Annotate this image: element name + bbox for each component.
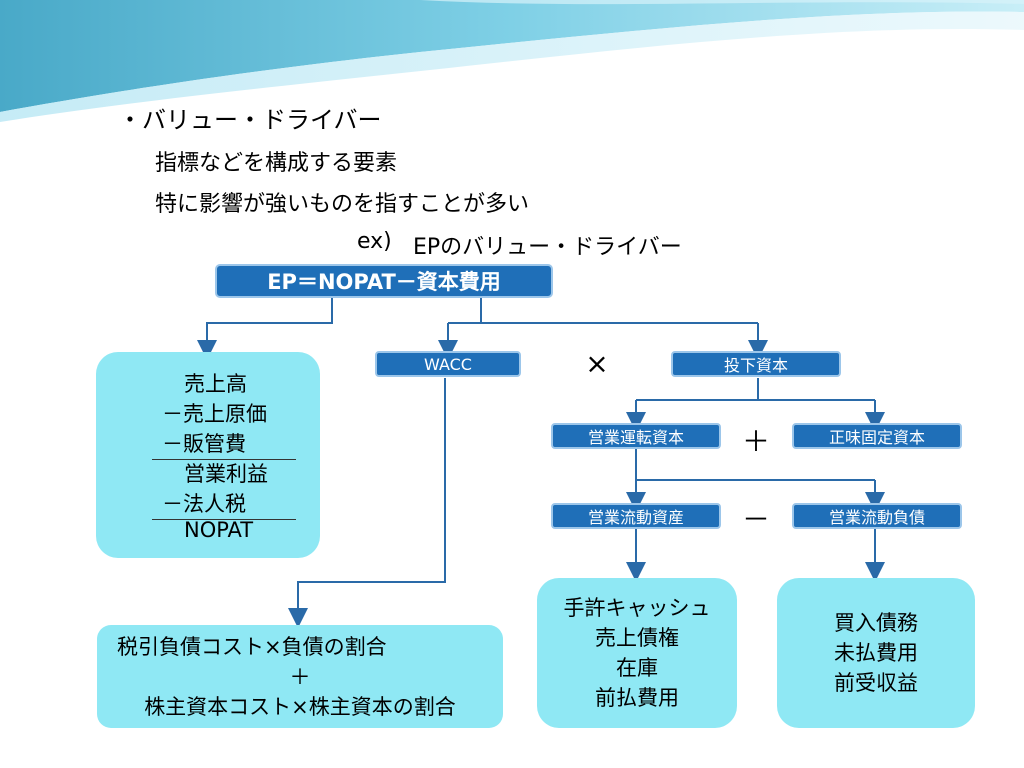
fixed-assets-label: 正味固定資本 (828, 428, 925, 447)
nopat-line-cogs: －売上原価 (162, 402, 267, 426)
nopat-line-sga: －販管費 (162, 432, 246, 456)
current-assets-box: 営業流動資産 (551, 503, 721, 529)
asset-item-receivables: 売上債権 (595, 626, 679, 650)
wacc-detail-box: 税引負債コスト×負債の割合 ＋ 株主資本コスト×株主資本の割合 (97, 625, 503, 728)
nopat-divider-1 (152, 459, 296, 460)
plus-operator: ＋ (741, 425, 770, 458)
desc-line-1: 指標などを構成する要素 (155, 151, 398, 176)
desc-line-2: 特に影響が強いものを指すことが多い (155, 192, 530, 217)
asset-item-prepaid: 前払費用 (595, 686, 679, 710)
ep-formula-text: EP＝NOPAT－資本費用 (267, 270, 501, 294)
current-assets-label: 営業流動資産 (587, 508, 684, 527)
slide-heading: ・バリュー・ドライバー (118, 106, 382, 134)
current-liabilities-label: 営業流動負債 (828, 508, 925, 527)
example-prefix: ex) (357, 229, 392, 254)
wacc-detail-debt: 税引負債コスト×負債の割合 (117, 634, 387, 659)
nopat-line-result: NOPAT (184, 518, 254, 542)
wacc-detail-equity: 株主資本コスト×株主資本の割合 (144, 694, 456, 719)
wacc-detail-plus: ＋ (289, 664, 311, 689)
invested-capital-box: 投下資本 (671, 351, 841, 377)
example-text: EPのバリュー・ドライバー (413, 235, 682, 260)
nopat-line-tax: －法人税 (162, 492, 246, 516)
current-liabilities-box: 営業流動負債 (792, 503, 962, 529)
fixed-assets-box: 正味固定資本 (792, 423, 962, 449)
nopat-line-operating-profit: 営業利益 (184, 462, 268, 486)
header-wave-decoration (0, 0, 1024, 122)
nopat-divider-2 (152, 519, 296, 520)
asset-item-cash: 手許キャッシュ (563, 596, 711, 620)
nopat-line-sales: 売上高 (184, 372, 247, 396)
invested-capital-label: 投下資本 (723, 356, 788, 375)
liability-item-unearned: 前受収益 (834, 671, 918, 695)
wacc-box: WACC (375, 351, 521, 377)
working-capital-label: 営業運転資本 (587, 428, 684, 447)
wacc-label: WACC (424, 354, 472, 374)
nopat-box: 売上高 －売上原価 －販管費 営業利益 －法人税 NOPAT (96, 352, 320, 558)
liabilities-detail-box: 買入債務 未払費用 前受収益 (777, 578, 975, 728)
ep-formula-box: EP＝NOPAT－資本費用 (215, 264, 553, 298)
asset-item-inventory: 在庫 (616, 656, 658, 680)
working-capital-box: 営業運転資本 (551, 423, 721, 449)
assets-detail-box: 手許キャッシュ 売上債権 在庫 前払費用 (537, 578, 737, 728)
multiply-operator: × (585, 347, 609, 380)
liability-item-accrued: 未払費用 (834, 641, 918, 665)
liability-item-payables: 買入債務 (834, 611, 918, 635)
minus-operator: － (741, 503, 770, 536)
